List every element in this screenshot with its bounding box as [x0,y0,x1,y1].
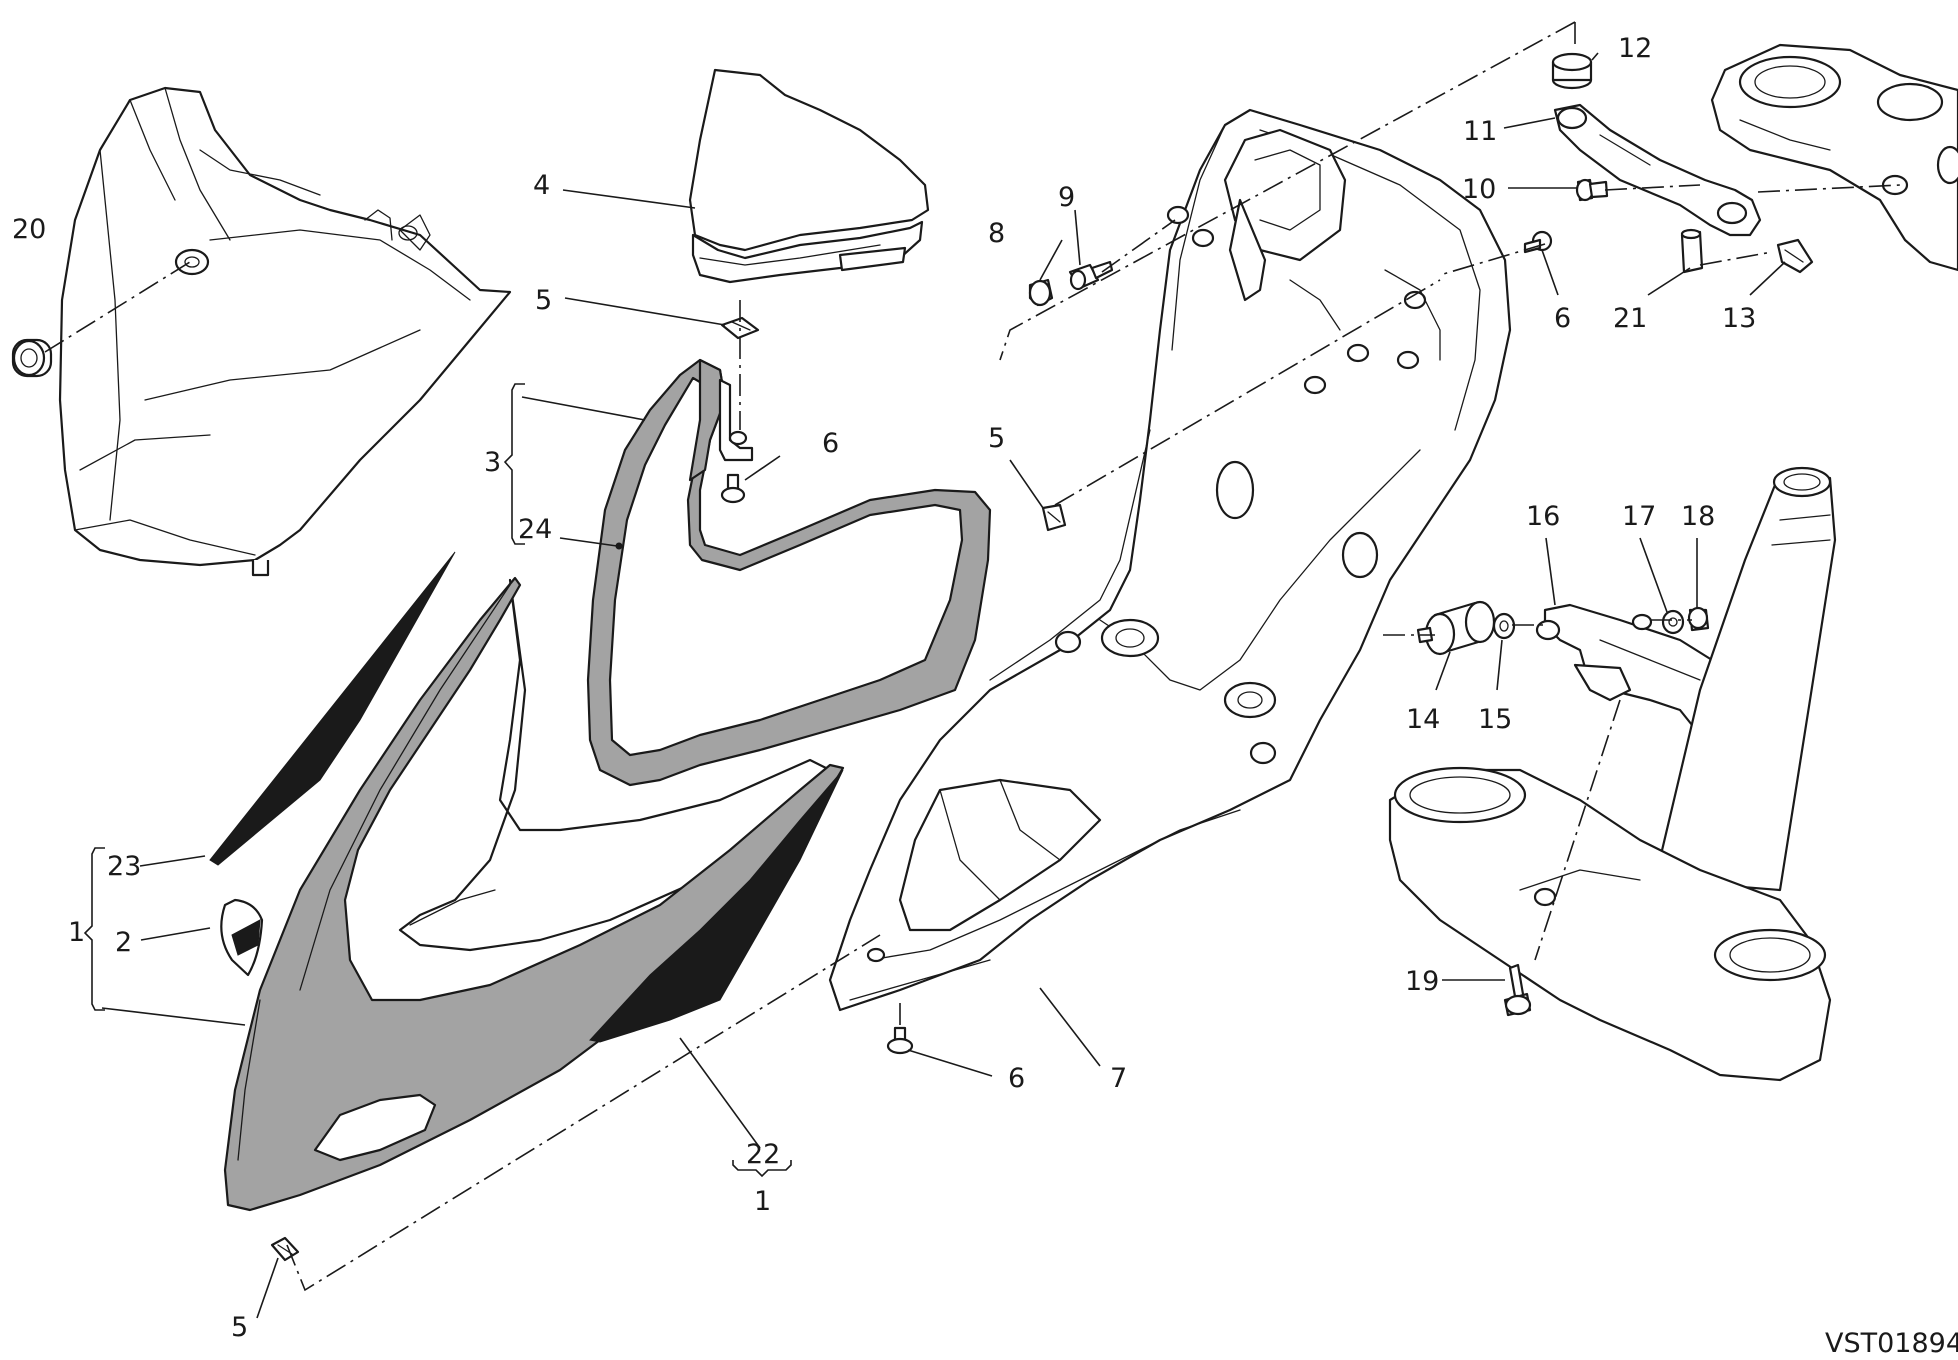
screw-part-9 [1068,260,1114,291]
callout-20: 20 [12,214,46,245]
callout-6-right: 6 [1554,303,1571,334]
callout-21: 21 [1613,303,1647,334]
callout-1: 1 [68,917,85,948]
bolt-part-19 [1503,963,1532,1017]
group-braces [83,383,792,1178]
callout-10: 10 [1462,174,1496,205]
grommet-part-20 [11,338,53,378]
callout-4: 4 [533,170,550,201]
washer-part-17 [1661,609,1685,635]
instrument-cover-part-4 [688,68,930,284]
clip-part-5-middle [1041,503,1067,532]
callout-24: 24 [518,514,552,545]
washer-part-15 [1492,612,1516,640]
fork-tube [1653,466,1837,892]
decal-part-22 [589,769,844,1043]
bracket-screw-part-6-left [718,378,754,504]
callout-18: 18 [1681,501,1715,532]
badge-part-2 [220,898,264,977]
drawing-code: VST01894 [1825,1328,1958,1359]
callout-9: 9 [1058,182,1075,213]
windscreen-part-24 [586,358,992,787]
callout-15: 15 [1478,704,1512,735]
callout-labels: 20 4 5 3 24 6 23 1 2 22 1 5 8 9 5 6 7 12… [12,33,1958,1359]
callout-6: 6 [822,428,839,459]
callout-17: 17 [1622,501,1656,532]
callout-5: 5 [535,285,552,316]
callout-2: 2 [115,927,132,958]
top-bracket-part-11 [1553,103,1762,237]
inner-panel-part-7 [828,108,1512,1012]
decal-part-23 [209,551,456,866]
assembly-axis-lines [286,21,1901,1292]
lower-yoke [1388,766,1832,1082]
screw-part-6-bottom [886,1026,914,1055]
callout-8: 8 [988,218,1005,249]
front-fairing-part-1 [223,576,845,1212]
top-yoke [1710,43,1958,272]
callout-12: 12 [1618,33,1652,64]
callout-1-sub: 1 [754,1186,771,1217]
callout-6-bottom: 6 [1008,1063,1025,1094]
callout-7: 7 [1110,1063,1127,1094]
callout-14: 14 [1406,704,1440,735]
screw-part-18 [1687,606,1710,632]
callout-23: 23 [107,851,141,882]
callout-11: 11 [1463,116,1497,147]
callout-5-bottom: 5 [231,1312,248,1343]
rubber-nut-part-8 [1028,278,1054,307]
rubber-mount-part-14 [1416,600,1496,656]
callout-19: 19 [1405,966,1439,997]
fastener-part-13 [1776,238,1814,274]
spacer-part-21 [1680,228,1704,274]
rubber-mount-part-12 [1551,52,1593,90]
headlight-assembly [58,86,512,577]
leader-lines [101,52,1786,1319]
callout-3: 3 [484,447,501,478]
callout-22: 22 [746,1139,780,1170]
clip-part-5-bottom [270,1236,300,1262]
callout-5-middle: 5 [988,423,1005,454]
callout-16: 16 [1526,501,1560,532]
screw-part-10 [1575,178,1609,202]
axis-line-20 [44,261,191,353]
callout-13: 13 [1722,303,1756,334]
